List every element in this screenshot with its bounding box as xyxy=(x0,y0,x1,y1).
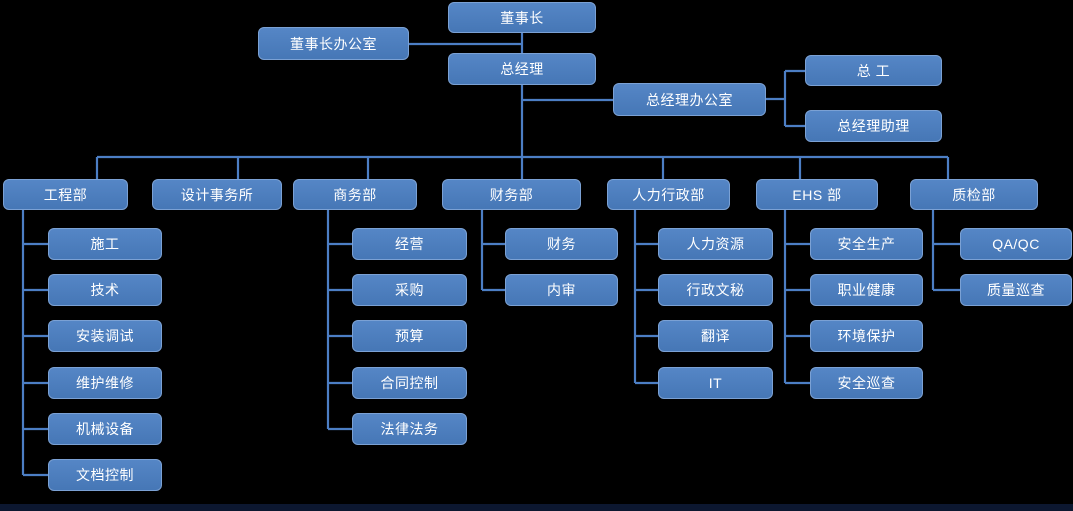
node-gm-office: 总经理办公室 xyxy=(613,83,766,116)
connector-commerce-children xyxy=(326,209,352,431)
node-procurement: 采购 xyxy=(352,274,467,306)
node-machinery-equipment: 机械设备 xyxy=(48,413,162,445)
node-general-manager: 总经理 xyxy=(448,53,596,85)
connector-gm-office-right xyxy=(766,69,805,128)
node-technology: 技术 xyxy=(48,274,162,306)
node-dept-engineering: 工程部 xyxy=(3,179,128,210)
node-safety-inspection: 安全巡查 xyxy=(810,367,923,399)
node-maintenance-repair: 维护维修 xyxy=(48,367,162,399)
node-translation: 翻译 xyxy=(658,320,773,352)
node-environmental-protection: 环境保护 xyxy=(810,320,923,352)
node-finance: 财务 xyxy=(505,228,618,260)
node-qa-qc: QA/QC xyxy=(960,228,1072,260)
node-chairman: 董事长 xyxy=(448,2,596,33)
node-dept-commerce: 商务部 xyxy=(293,179,417,210)
connector-hr-admin-children xyxy=(633,209,658,385)
node-human-resources: 人力资源 xyxy=(658,228,773,260)
node-dept-hr-admin: 人力行政部 xyxy=(607,179,730,210)
node-internal-audit: 内审 xyxy=(505,274,618,306)
node-document-control: 文档控制 xyxy=(48,459,162,491)
connector-finance-children xyxy=(480,209,505,292)
node-gm-assistant: 总经理助理 xyxy=(805,110,942,142)
connector-quality-children xyxy=(931,209,960,292)
node-safety-production: 安全生产 xyxy=(810,228,923,260)
node-construction: 施工 xyxy=(48,228,162,260)
node-it: IT xyxy=(658,367,773,399)
node-contract-control: 合同控制 xyxy=(352,367,467,399)
node-legal-affairs: 法律法务 xyxy=(352,413,467,445)
node-dept-quality: 质检部 xyxy=(910,179,1038,210)
node-occupational-health: 职业健康 xyxy=(810,274,923,306)
node-admin-secretary: 行政文秘 xyxy=(658,274,773,306)
node-operations: 经营 xyxy=(352,228,467,260)
node-budget: 预算 xyxy=(352,320,467,352)
node-chairman-office: 董事长办公室 xyxy=(258,27,409,60)
connector-engineering-children xyxy=(21,209,48,477)
node-dept-ehs: EHS 部 xyxy=(756,179,878,210)
node-chief-engineer: 总 工 xyxy=(805,55,942,86)
connector-ehs-children xyxy=(783,209,810,385)
node-installation-commissioning: 安装调试 xyxy=(48,320,162,352)
bottom-edge-strip xyxy=(0,504,1073,511)
node-dept-finance: 财务部 xyxy=(442,179,581,210)
connector-department-drops xyxy=(95,157,950,179)
node-quality-inspection: 质量巡查 xyxy=(960,274,1072,306)
node-dept-design-office: 设计事务所 xyxy=(152,179,282,210)
